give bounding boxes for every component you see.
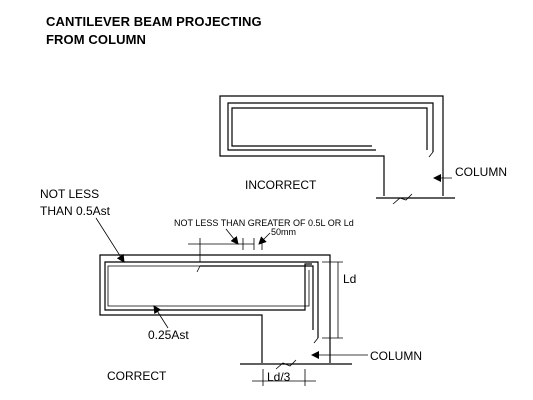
correct-top-bar-outer	[121, 261, 319, 338]
top-bar-note-line1: NOT LESS	[40, 187, 99, 201]
title-line-1: CANTILEVER BEAM PROJECTING	[46, 14, 262, 29]
ld3-label: Ld/3	[267, 370, 291, 384]
correct-inner-loop-2	[107, 265, 310, 307]
dim-50-label: 50mm	[271, 227, 296, 237]
incorrect-rebar-outer	[227, 102, 434, 152]
top-bar-note-line2: THAN 0.5Ast	[40, 204, 111, 218]
top-bar-note-leader	[95, 217, 125, 263]
incorrect-column-label: COLUMN	[455, 165, 507, 179]
correct-hook	[313, 337, 319, 344]
correct-bar-start	[196, 265, 201, 273]
incorrect-detail: COLUMN INCORRECT	[219, 95, 507, 205]
bottom-bar-note-leader	[153, 305, 169, 329]
dim-note-leader	[225, 228, 239, 245]
correct-inner-loop	[104, 261, 312, 311]
title-line-2: FROM COLUMN	[46, 32, 147, 47]
incorrect-hook	[428, 151, 434, 158]
correct-top-bar-middle	[200, 265, 314, 330]
dim-50-leader	[258, 232, 271, 245]
incorrect-break-symbol	[392, 193, 413, 205]
incorrect-concrete-outline	[219, 95, 444, 196]
dim-note: NOT LESS THAN GREATER OF 0.5L OR Ld	[174, 218, 354, 228]
correct-label: CORRECT	[107, 369, 167, 383]
incorrect-rebar-inner	[231, 107, 428, 150]
correct-break-symbol	[275, 359, 297, 370]
ld-label: Ld	[343, 272, 356, 286]
incorrect-label: INCORRECT	[245, 178, 317, 192]
bottom-bar-note: 0.25Ast	[148, 328, 189, 342]
correct-detail: Ld COLUMN Ld/3 NOT LESS THAN GREATER OF …	[40, 187, 422, 386]
correct-column-label: COLUMN	[370, 349, 422, 363]
correct-concrete-outline	[99, 254, 331, 363]
